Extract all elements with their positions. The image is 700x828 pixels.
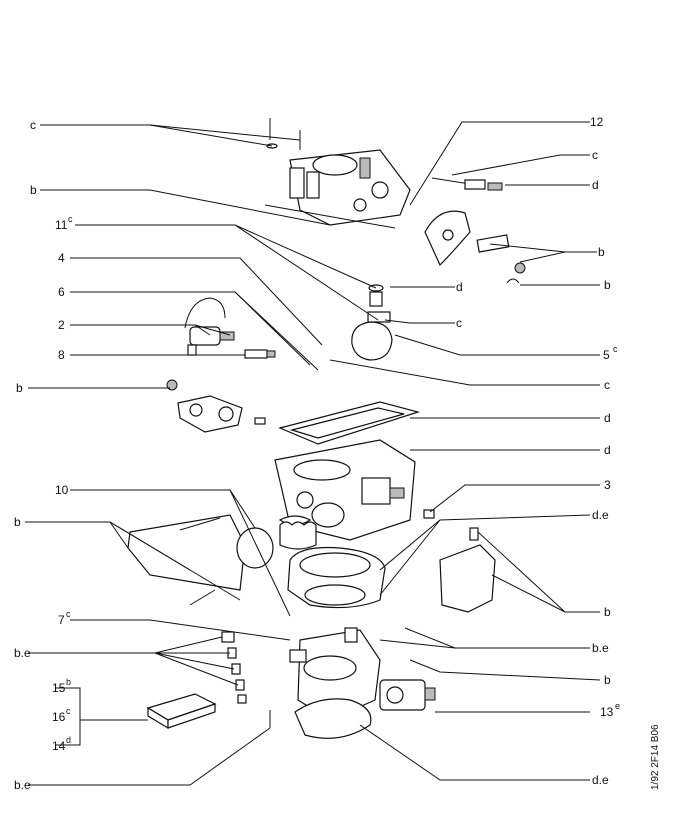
callout-16-sup: c: [66, 706, 71, 716]
callout-2: 2: [58, 318, 65, 332]
callout-b-right-1: b: [598, 245, 605, 259]
float: [351, 311, 393, 361]
callout-b-rod: b: [30, 183, 37, 197]
callout-c-mid: c: [456, 316, 462, 330]
callout-d-right-mid2: d: [604, 443, 611, 457]
callout-c-right-mid: c: [604, 378, 610, 392]
throttle-cam-plate: [424, 210, 526, 284]
solenoid-valve: [184, 297, 235, 356]
callout-4: 4: [58, 251, 65, 265]
callout-3: 3: [604, 478, 611, 492]
jet-8: [244, 349, 276, 359]
callout-15-sup: b: [66, 677, 71, 687]
callout-16: 16: [52, 710, 66, 724]
callout-be-right: b.e: [592, 641, 609, 655]
accelerator-pump-assembly: [127, 514, 317, 606]
upper-gasket: [278, 401, 421, 445]
callout-6: 6: [58, 285, 65, 299]
callout-11-sup: c: [68, 214, 73, 224]
callout-d-mid: d: [456, 280, 463, 294]
callout-13-sup: e: [615, 701, 620, 711]
accelerator-pump-cover: [166, 379, 266, 433]
idle-actuator-13: [379, 679, 436, 711]
callout-15: 15: [52, 681, 66, 695]
callout-de-right: d.e: [592, 508, 609, 522]
callout-d-right-top: d: [592, 178, 599, 192]
leader-lines: [25, 121, 601, 786]
callout-b-right-low: b: [604, 605, 611, 619]
callout-10: 10: [55, 483, 69, 497]
callout-14-sup: d: [66, 735, 71, 745]
callout-5-sup: c: [613, 344, 618, 354]
right-linkage-bolts: [431, 177, 503, 191]
callout-labels: c b 11 c 4 6 2 8 b 10 b 7 c b.e 15 b 16 …: [14, 115, 620, 792]
carburettor-body: [274, 439, 416, 541]
gasket-kit-box: [146, 693, 217, 730]
callout-b-right-lower: b: [604, 673, 611, 687]
callout-d-right-mid1: d: [604, 411, 611, 425]
throttle-body: [289, 627, 381, 739]
callout-11: 11: [55, 218, 68, 232]
callout-be-bottom: b.e: [14, 778, 31, 792]
callout-be-left: b.e: [14, 646, 31, 660]
callout-b-left: b: [16, 381, 23, 395]
callout-7: 7: [58, 613, 65, 627]
choke-rod: [264, 204, 396, 229]
callout-8: 8: [58, 348, 65, 362]
reference-code: 1/92 2F14 B06: [650, 724, 661, 790]
callout-b-right-2: b: [604, 278, 611, 292]
needle-valve: [368, 284, 384, 307]
jets-7: [221, 631, 247, 704]
callout-de-bottom: d.e: [592, 773, 609, 787]
callout-13: 13: [600, 705, 614, 719]
screw-3: [423, 509, 435, 519]
callout-b-mid-left: b: [14, 515, 21, 529]
callout-14: 14: [52, 739, 66, 753]
callout-12: 12: [590, 115, 604, 129]
callout-5: 5: [603, 348, 610, 362]
callout-c-right-top: c: [592, 148, 598, 162]
callout-7-sup: c: [66, 609, 71, 619]
callout-c-top: c: [30, 118, 36, 132]
top-cover-assembly: [289, 149, 411, 226]
flange-gaskets: [287, 546, 386, 609]
top-screws: [266, 118, 301, 150]
mounting-bracket: [439, 527, 496, 613]
